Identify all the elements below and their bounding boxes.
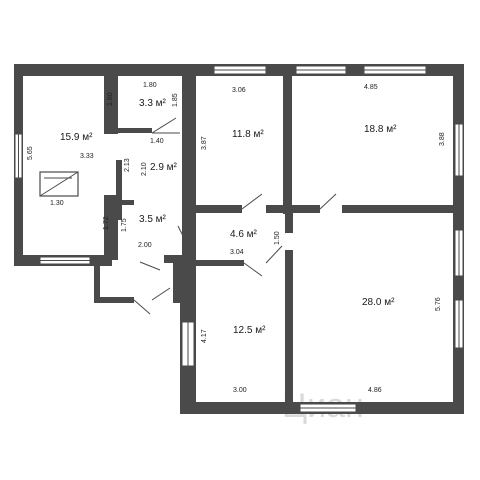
room-c-right-dim: 2.10 xyxy=(141,162,148,176)
room-a-small-dim: 1.30 xyxy=(50,200,64,207)
windows xyxy=(14,65,464,413)
room-g-bottom-dim: 3.04 xyxy=(230,249,244,256)
room-a-height: 5.65 xyxy=(27,146,34,160)
room-f-right-dim: 3.88 xyxy=(439,132,446,146)
room-c-area: 2.9 м² xyxy=(150,162,178,173)
room-f-top-dim: 4.85 xyxy=(364,84,378,91)
room-d-area: 3.5 м² xyxy=(139,214,167,225)
stairs-symbol xyxy=(39,171,79,197)
room-d-bottom-dim: 2.00 xyxy=(138,242,152,249)
room-h-left-dim: 4.17 xyxy=(201,329,208,343)
room-f-area: 18.8 м² xyxy=(364,124,397,135)
room-g-area: 4.6 м² xyxy=(230,229,258,240)
doors xyxy=(133,117,337,315)
room-c-left-dim: 2.13 xyxy=(124,158,131,172)
room-a-area: 15.9 м² xyxy=(60,132,93,143)
room-c-top-dim: 1.40 xyxy=(150,138,164,145)
room-b-area: 3.3 м² xyxy=(139,98,167,109)
room-a-width: 3.33 xyxy=(80,153,94,160)
room-g-right-dim: 1.50 xyxy=(274,231,281,245)
room-e-top-dim: 3.06 xyxy=(232,87,246,94)
room-b-left-dim: 1.80 xyxy=(107,92,114,106)
room-e-left-dim: 3.87 xyxy=(201,136,208,150)
room-b-top-dim: 1.80 xyxy=(143,82,157,89)
room-d-mid-dim: 1.75 xyxy=(121,218,128,232)
room-h-bottom-dim: 3.00 xyxy=(233,387,247,394)
room-i-right-dim: 5.76 xyxy=(435,297,442,311)
room-h-area: 12.5 м² xyxy=(233,325,266,336)
room-e-area: 11.8 м² xyxy=(232,129,264,140)
room-b-right-dim: 1.85 xyxy=(172,93,179,107)
room-d-left-dim: 1.72 xyxy=(103,216,110,230)
room-i-bottom-dim: 4.86 xyxy=(368,387,382,394)
room-i-area: 28.0 м² xyxy=(362,297,395,308)
interior-walls xyxy=(104,64,464,414)
